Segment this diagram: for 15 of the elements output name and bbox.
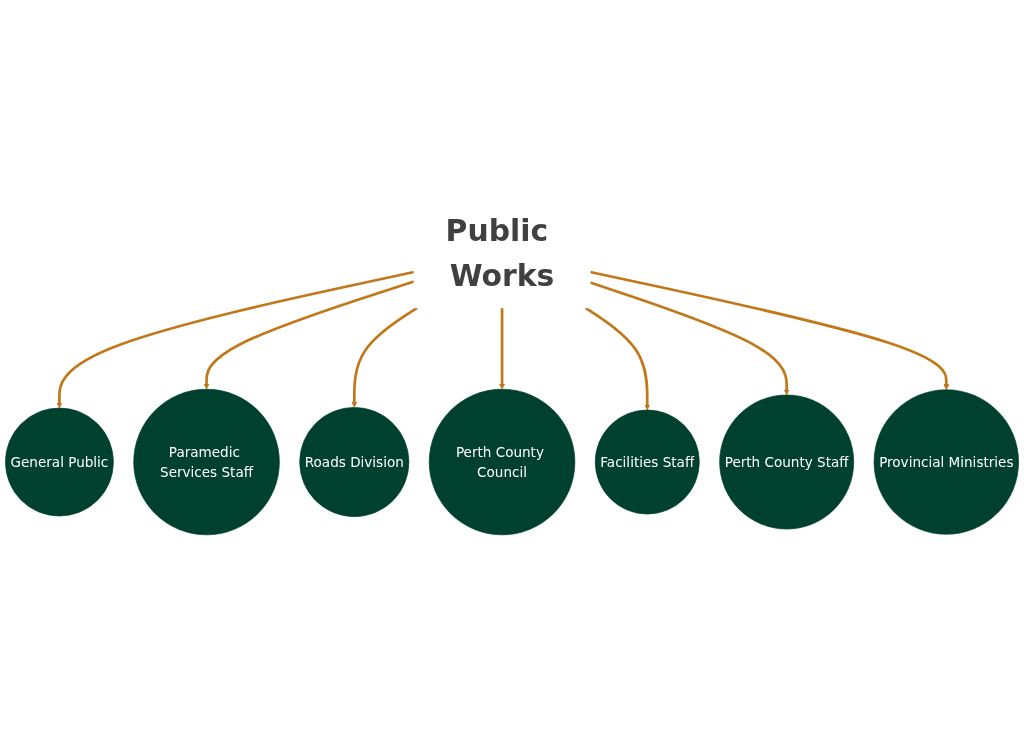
- arrow: [203, 280, 415, 390]
- node-circle: Facilities Staff: [594, 409, 700, 515]
- arrow: [499, 307, 506, 390]
- node-circle: Provincial Ministries: [873, 389, 1019, 535]
- node-circle: Perth County Staff: [719, 394, 855, 530]
- node-circle: Paramedic Services Staff: [133, 388, 280, 536]
- arrow: [56, 270, 415, 409]
- node-circle: Perth County Council: [428, 388, 576, 536]
- arrow: [351, 306, 418, 408]
- arrow: [589, 281, 790, 396]
- arrow: [589, 270, 950, 391]
- node-circle: General Public: [5, 407, 114, 517]
- node-circle: Roads Division: [299, 407, 410, 517]
- arrow: [584, 306, 651, 411]
- node-text: Public Works: [445, 213, 555, 293]
